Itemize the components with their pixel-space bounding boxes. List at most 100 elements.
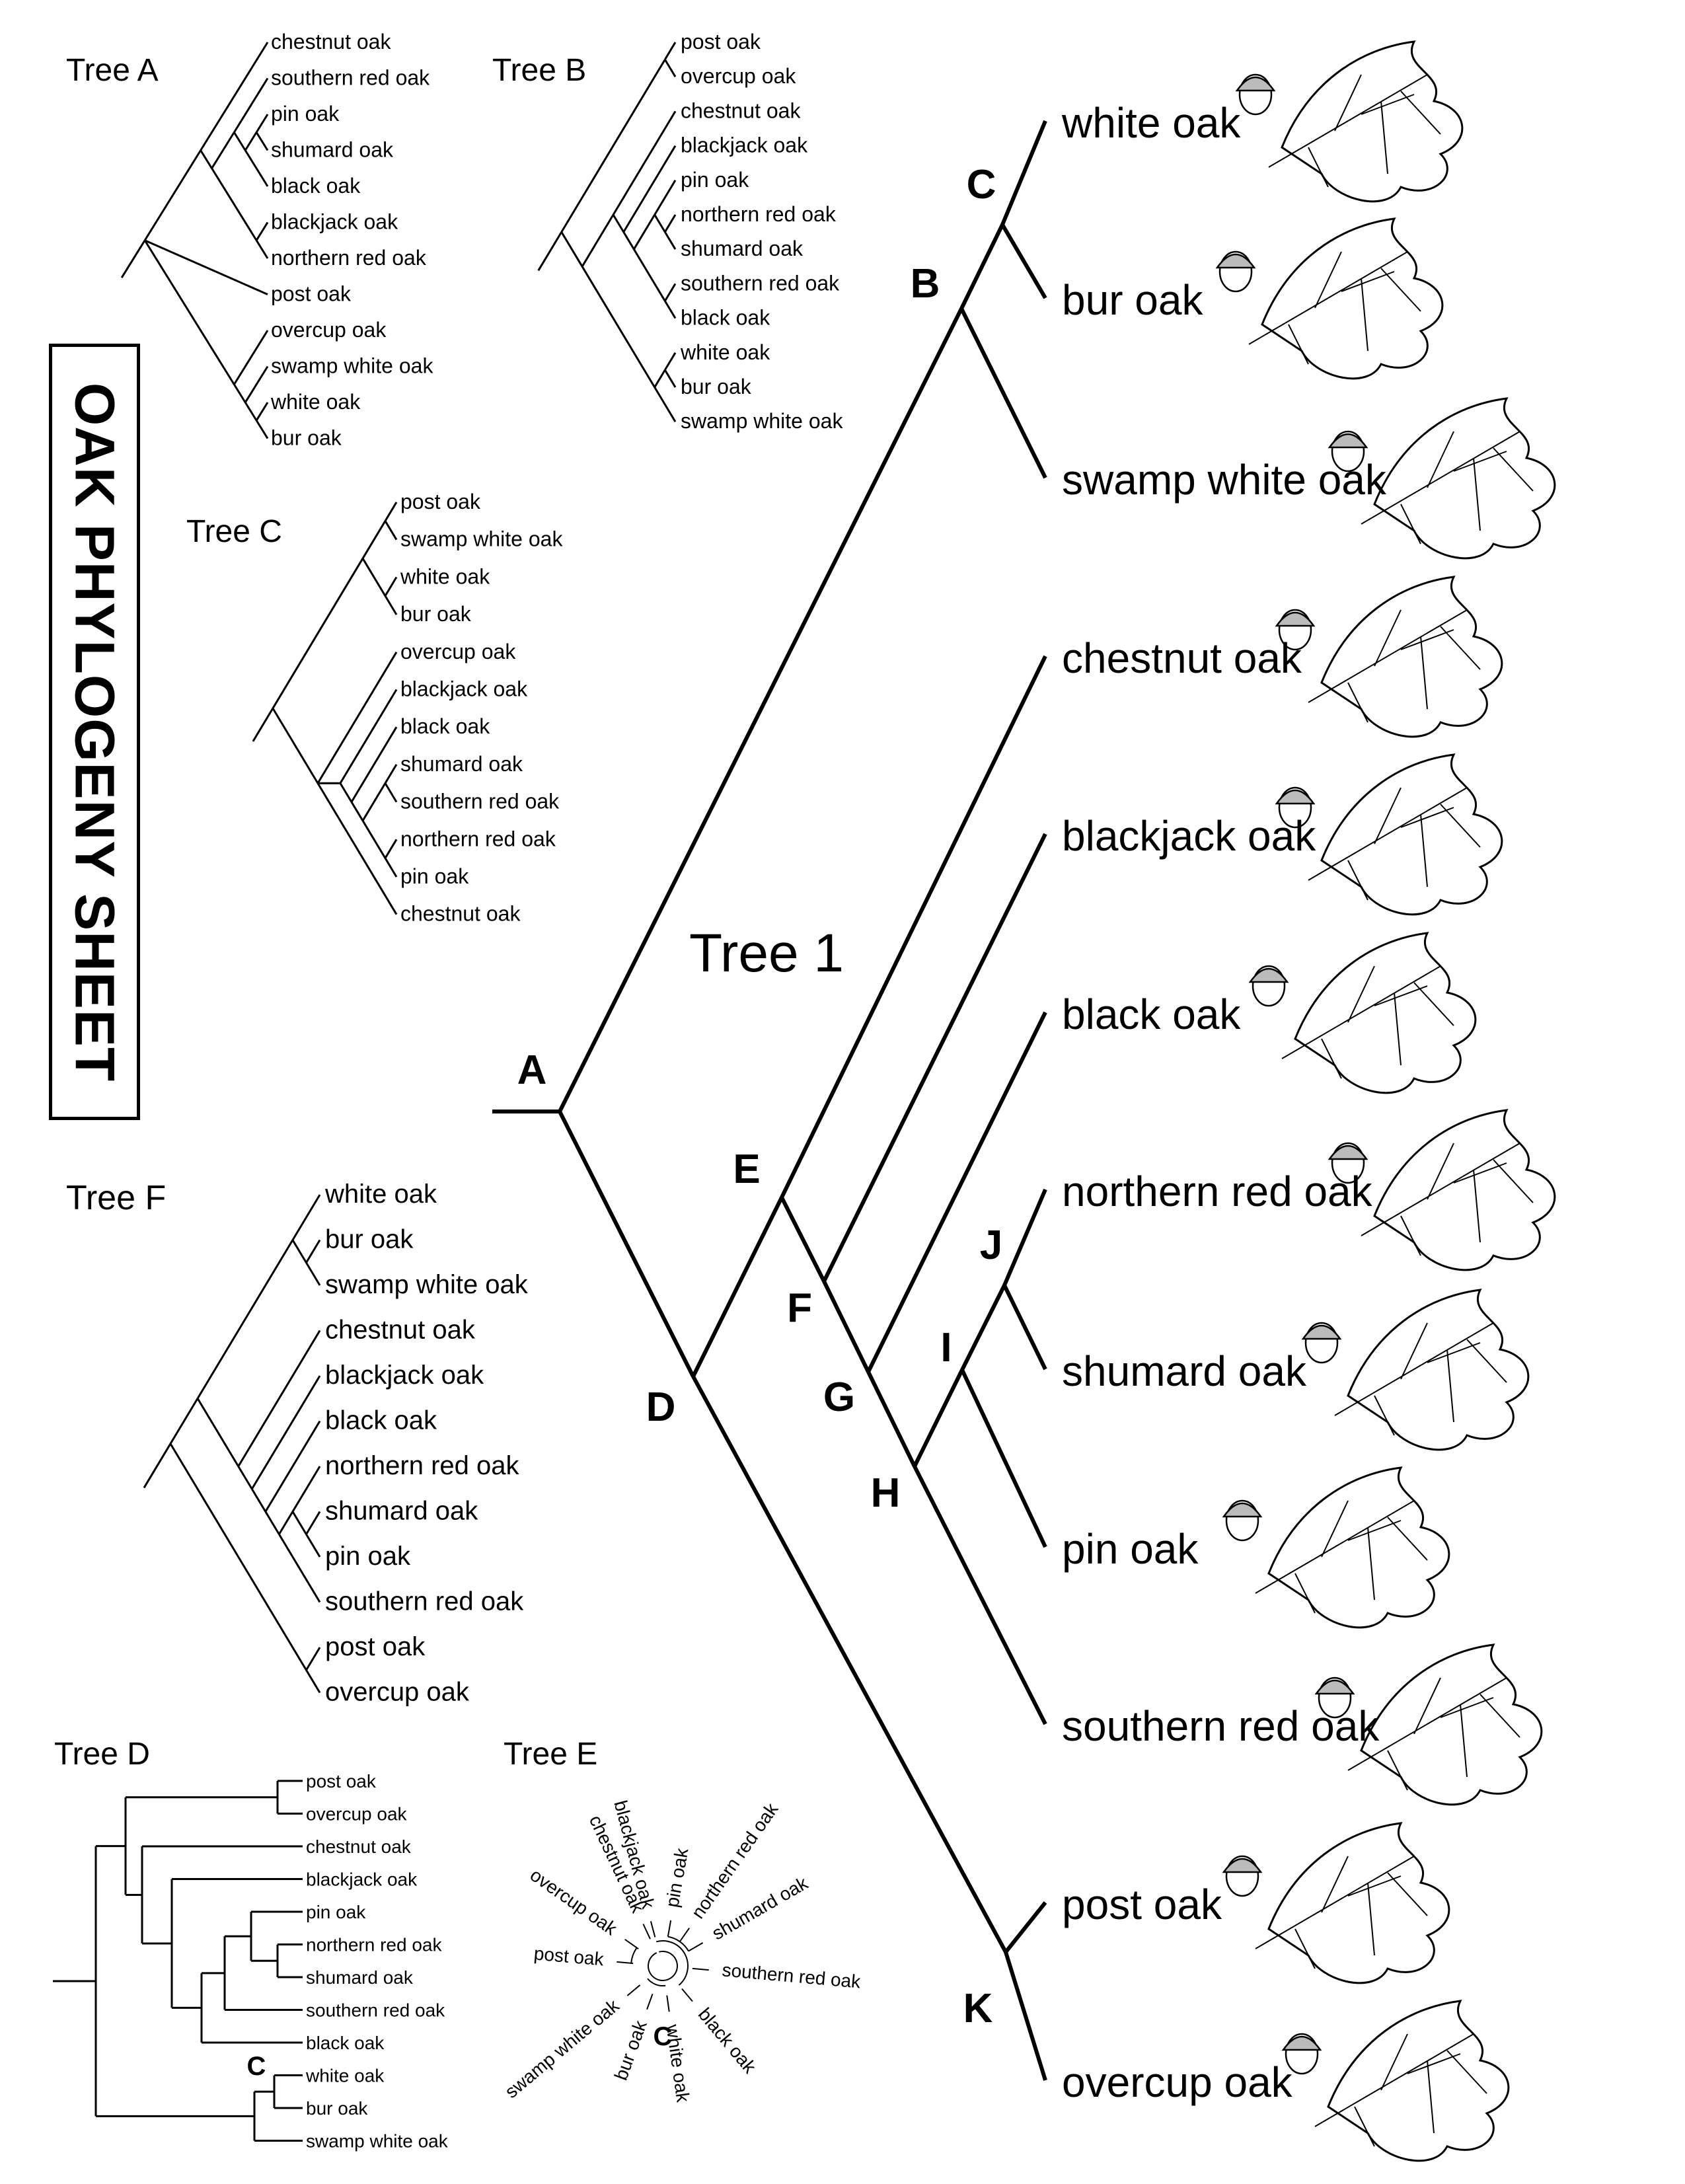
tree-e-spoke <box>688 1942 704 1952</box>
tree-e-leaf-black-oak: black oak <box>694 2004 761 2078</box>
tree-b-branch <box>633 214 655 250</box>
tree-c-branch <box>361 558 387 597</box>
tree-e-leaf-southern-red-oak: southern red oak <box>721 1959 862 1992</box>
tree-1-leaf-swamp-white-oak: swamp white oak <box>1062 456 1387 504</box>
leaf-veins <box>1281 965 1454 1079</box>
tree-c-label: Tree C <box>186 514 282 549</box>
acorn-cap <box>1222 1502 1263 1518</box>
tree-a-leaf-black-oak: black oak <box>271 174 361 198</box>
tree-b-leaf-swamp-white-oak: swamp white oak <box>681 409 843 433</box>
tree-1-leaf-branch <box>780 655 1047 1199</box>
leaf-outline <box>1267 1822 1450 1984</box>
tree-e-spoke <box>679 1928 690 1942</box>
tree-b-branch <box>622 145 677 233</box>
tree-b-leaf-overcup-oak: overcup oak <box>681 64 796 88</box>
tree-c-leaf-white-oak: white oak <box>400 564 490 588</box>
tree-a-leaf-blackjack-oak: blackjack oak <box>271 210 398 234</box>
tree-1-branch-ij <box>960 1284 1006 1371</box>
tree-e-spoke <box>626 1984 641 1996</box>
tree-c-leaf-southern-red-oak: southern red oak <box>400 790 560 813</box>
tree-b-leaf-post-oak: post oak <box>681 30 761 54</box>
oak-leaf-and-acorn-illustration <box>1275 576 1503 738</box>
tree-f-leaf-black-oak: black oak <box>325 1406 437 1435</box>
tree-f-label: Tree F <box>66 1179 166 1217</box>
tree-c-leaf-northern-red-oak: northern red oak <box>400 827 556 850</box>
tree-b-branch <box>560 231 583 268</box>
tree-c-branch <box>339 782 353 803</box>
oak-leaf-and-acorn-illustration <box>1222 1466 1450 1629</box>
tree-f-leaf-pin-oak: pin oak <box>325 1542 411 1571</box>
tree-d-leaf-southern-red-oak: southern red oak <box>306 2000 445 2021</box>
tree-e-label: Tree E <box>504 1737 597 1772</box>
acorn-nut <box>1278 786 1312 829</box>
tree-c-leaf-swamp-white-oak: swamp white oak <box>400 527 563 551</box>
tree-b-branch <box>612 110 677 215</box>
tree-b-branch <box>654 369 666 388</box>
tree-a-leaf-swamp-white-oak: swamp white oak <box>271 354 433 378</box>
leaf-outline <box>1373 397 1556 560</box>
tree-1-node-b: B <box>911 261 940 307</box>
tree-a-leaf-southern-red-oak: southern red oak <box>271 66 430 90</box>
tree-b-branch <box>664 300 677 319</box>
tree-d-node-c: C <box>247 2052 266 2081</box>
tree-1-leaf-white-oak: white oak <box>1061 99 1241 147</box>
tree-d-leaf-blackjack-oak: blackjack oak <box>306 1869 418 1890</box>
tree-f-branch <box>196 1239 294 1400</box>
tree-b-branch <box>633 248 666 302</box>
tree-c-branch <box>339 689 398 784</box>
tree-a-branch <box>255 239 269 259</box>
tree-f-leaf-northern-red-oak: northern red oak <box>325 1451 520 1480</box>
tree-a-leaf-post-oak: post oak <box>271 282 352 306</box>
tree-b-branch <box>581 214 615 268</box>
acorn-cap <box>1301 1324 1342 1340</box>
tree-b-label: Tree B <box>492 53 586 88</box>
tree-1-node-k: K <box>963 1986 993 2031</box>
tree-1-leaf-black-oak: black oak <box>1062 991 1241 1038</box>
tree-c-branch <box>384 764 398 784</box>
acorn-nut <box>1318 1676 1352 1719</box>
tree-a-leaf-northern-red-oak: northern red oak <box>271 246 427 270</box>
tree-f-branch <box>196 1398 239 1467</box>
tree-1-leaf-post-oak: post oak <box>1062 1881 1222 1928</box>
tree-1-leaf-branch <box>959 307 1047 479</box>
acorn-nut <box>1225 1499 1259 1542</box>
tree-1-leaf-blackjack-oak: blackjack oak <box>1062 812 1316 860</box>
tree-e-spoke <box>624 1939 639 1950</box>
tree-1-leaf-branch <box>913 1465 1047 1725</box>
tree-a-leaf-pin-oak: pin oak <box>271 102 340 126</box>
tree-a-leaf-shumard-oak: shumard oak <box>271 138 394 162</box>
tree-f-leaf-blackjack-oak: blackjack oak <box>325 1361 484 1390</box>
acorn-nut <box>1278 609 1312 651</box>
tree-e-arc <box>655 1939 689 1986</box>
tree-c-branch <box>350 801 364 821</box>
tree-c-branch <box>361 782 387 821</box>
tree-a-branch <box>244 402 258 422</box>
tree-c-leaf-black-oak: black oak <box>400 714 490 738</box>
tree-1-node-g: G <box>823 1374 855 1420</box>
acorn-cap <box>1328 1145 1368 1160</box>
tree-f-branch <box>237 1466 253 1490</box>
tree-c-branch <box>350 726 398 803</box>
tree-1-node-h: H <box>871 1470 901 1516</box>
tree-1-branch-ad <box>558 1110 695 1378</box>
tree-c-branch <box>361 520 387 559</box>
tree-c-leaf-pin-oak: pin oak <box>400 864 469 888</box>
tree-b-branch <box>664 59 677 77</box>
tree-a-branch <box>211 132 235 169</box>
sheet-title: OAK PHYLOGENY SHEET <box>63 382 126 1082</box>
tree-f-branch <box>305 1647 321 1671</box>
leaf-illustrations <box>1215 40 1556 2162</box>
tree-1-node-a: A <box>517 1047 547 1093</box>
tree-f-leaf-overcup-oak: overcup oak <box>325 1678 470 1707</box>
tree-f-leaf-shumard-oak: shumard oak <box>325 1497 478 1526</box>
tree-c-leaf-overcup-oak: overcup oak <box>400 640 516 663</box>
tree-1-leaf-branch <box>960 1369 1047 1548</box>
tree-1-node-c: C <box>967 162 996 207</box>
tree-c-branch <box>317 782 398 915</box>
acorn-nut <box>1225 1855 1259 1897</box>
tree-a-branch <box>255 132 269 151</box>
tree-c-branch <box>361 820 387 859</box>
tree-1-branch-ef <box>780 1196 826 1283</box>
tree-b-branch <box>664 352 677 371</box>
